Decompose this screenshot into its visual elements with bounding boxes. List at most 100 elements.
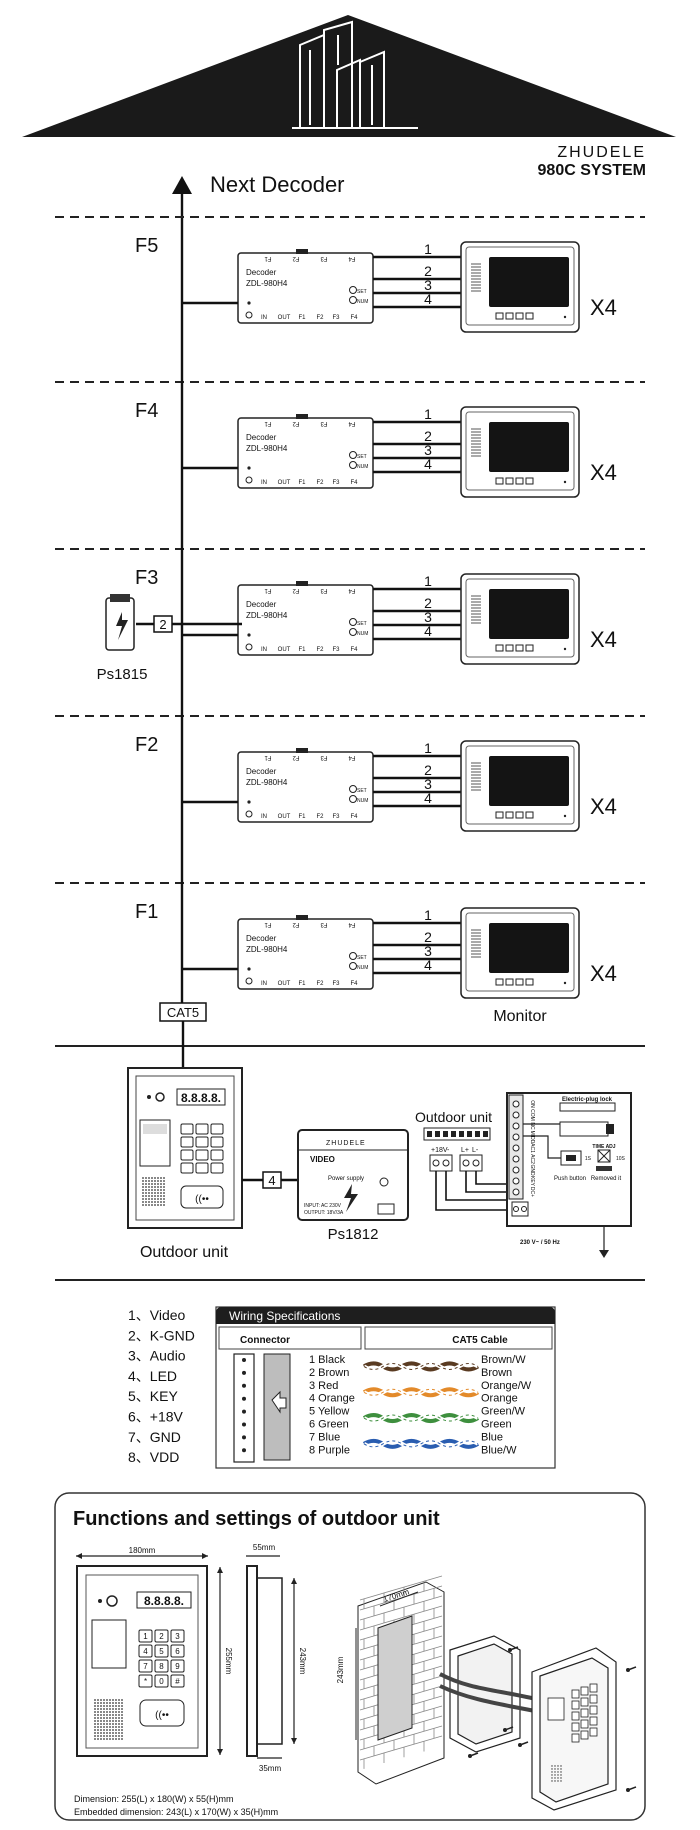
decoder-port-label: F1	[298, 480, 306, 486]
decoder-port-label: F2	[316, 814, 324, 820]
decoder-top-port: F4	[348, 921, 356, 927]
decoder-button-icon	[349, 296, 357, 304]
decoder-top-port: F1	[264, 587, 272, 593]
lock-terminal-label: L-	[472, 1147, 479, 1154]
decoder-port-label: IN	[261, 981, 267, 987]
line-number: 4	[424, 790, 432, 806]
outdoor-wiring-title: Outdoor unit	[415, 1109, 492, 1125]
decoder-button-icon	[349, 785, 357, 793]
keypad-key	[580, 1697, 589, 1707]
electric-lock-icon	[559, 1121, 609, 1137]
keypad-key	[170, 1644, 185, 1658]
decoder-button-label: NUM	[357, 798, 368, 804]
indoor-monitor	[460, 573, 580, 665]
monitor-button-icon	[525, 644, 534, 652]
line-number: 2	[424, 929, 432, 945]
decoder-button-label: NUM	[357, 631, 368, 637]
keypad-key	[138, 1674, 153, 1688]
monitor-button-icon	[505, 978, 514, 986]
wire-legend-item: 6、+18V	[128, 1409, 184, 1425]
embedded-dimension-text: Embedded dimension: 243(L) x 170(W) x 35…	[74, 1807, 278, 1817]
decoder-port-label: F4	[350, 814, 358, 820]
keypad-key	[154, 1674, 169, 1688]
line-number: 3	[424, 277, 432, 293]
monitor-button-icon	[515, 978, 524, 986]
svg-text:0: 0	[159, 1677, 164, 1686]
decoder-port-label: IN	[261, 315, 267, 321]
monitor-multiplier: X4	[590, 460, 617, 485]
decoder-top-port: F3	[320, 921, 328, 927]
floor-label: F3	[135, 567, 158, 589]
keypad-key	[571, 1711, 580, 1721]
decoder-port-label: F1	[298, 647, 306, 653]
twisted-pair-icon	[362, 1438, 480, 1449]
monitor-button-icon	[505, 644, 514, 652]
board-terminal-label: DC+	[529, 1187, 535, 1197]
wire-legend-item: 7、GND	[128, 1429, 181, 1445]
led-icon	[247, 800, 251, 804]
decoder-top-port: F2	[292, 255, 300, 261]
front-height-label: 255mm	[224, 1648, 233, 1675]
decoder-button-icon	[349, 962, 357, 970]
decoder-top-port: F2	[292, 587, 300, 593]
floor-label: F2	[135, 734, 158, 756]
decoder-top-port: F4	[348, 255, 356, 261]
cable-column-header: CAT5 Cable	[452, 1335, 508, 1346]
decoder-title: Decoder	[246, 600, 277, 609]
decoder-top-port: F1	[264, 921, 272, 927]
decoder-button-icon	[349, 795, 357, 803]
cat5-label: CAT5	[167, 1005, 199, 1020]
indoor-monitor	[460, 406, 580, 498]
keypad-key	[195, 1149, 209, 1161]
camera-icon	[155, 1092, 165, 1102]
keypad-key	[180, 1149, 194, 1161]
monitor-button-icon	[505, 312, 514, 320]
decoder-top-port: F4	[348, 754, 356, 760]
monitor-button-icon	[515, 644, 524, 652]
decoder-top-port: F2	[292, 921, 300, 927]
monitor-button-icon	[515, 811, 524, 819]
ps1812-output: OUTPUT: 18V/3A	[304, 1210, 344, 1216]
decoder-button-label: NUM	[357, 464, 368, 470]
monitor-button-icon	[495, 644, 504, 652]
brand-name: ZHUDELE	[557, 144, 646, 161]
svg-text:6: 6	[175, 1647, 180, 1656]
board-terminal-label: AC2	[529, 1154, 535, 1164]
keypad-key	[195, 1123, 209, 1135]
monitor-button-icon	[505, 477, 514, 485]
keypad-key	[210, 1136, 224, 1148]
line-number: 1	[424, 573, 432, 589]
svg-text:7: 7	[143, 1662, 148, 1671]
keypad-key	[210, 1123, 224, 1135]
ps1812-title: VIDEO	[310, 1155, 335, 1164]
line-number: 1	[424, 740, 432, 756]
power-terminal-label: +18V	[431, 1147, 448, 1154]
wall-cavity	[377, 1615, 413, 1741]
decoder-button-label: NUM	[357, 299, 368, 305]
keypad-key	[180, 1136, 194, 1148]
connector-pin-icon	[242, 1358, 246, 1362]
decoder-title: Decoder	[246, 767, 277, 776]
led-icon	[247, 301, 251, 305]
decoder-port-label: IN	[261, 647, 267, 653]
lock-terminal-icon	[459, 1154, 483, 1172]
keypad-key	[154, 1629, 169, 1643]
functions-panel: Functions and settings of outdoor unit 1…	[54, 1492, 646, 1821]
mains-label: 230 V~ / 50 Hz	[520, 1240, 560, 1246]
cable-color-label: Orange/W	[481, 1380, 532, 1392]
monitor-button-icon	[495, 477, 504, 485]
left-arrow-icon	[271, 1390, 287, 1414]
svg-text:1: 1	[143, 1632, 148, 1641]
line-number: 2	[424, 263, 432, 279]
keypad-key	[195, 1162, 209, 1174]
keypad-key	[154, 1659, 169, 1673]
roof-banner	[22, 15, 676, 137]
decoder-model: ZDL-980H4	[246, 778, 288, 787]
decoder-top-port: F1	[264, 754, 272, 760]
wire-legend-item: 5、KEY	[128, 1388, 178, 1404]
